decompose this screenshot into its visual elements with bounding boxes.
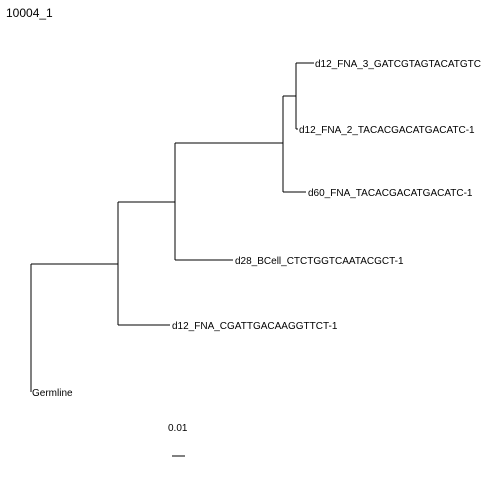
tip-label: d12_FNA_CGATTGACAAGGTTCT-1 xyxy=(172,321,338,332)
scale-bar-label: 0.01 xyxy=(168,423,188,434)
tip-label: d12_FNA_3_GATCGTAGTACATGTC xyxy=(315,59,481,70)
tip-label: d12_FNA_2_TACACGACATGACATC-1 xyxy=(299,125,475,136)
page-title: 10004_1 xyxy=(6,6,53,20)
tip-label: d28_BCell_CTCTGGTCAATACGCT-1 xyxy=(235,256,404,267)
tip-label: d60_FNA_TACACGACATGACATC-1 xyxy=(308,188,473,199)
tip-label: Germline xyxy=(32,388,73,399)
